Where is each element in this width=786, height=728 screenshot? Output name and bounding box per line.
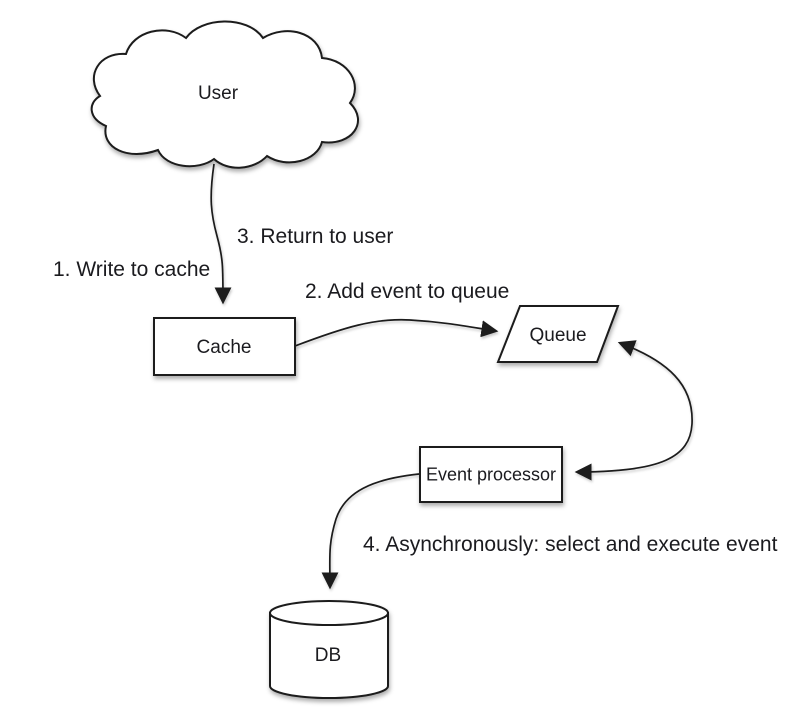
- cache-label: Cache: [196, 337, 252, 358]
- queue-parallelogram: [496, 305, 620, 363]
- queue-label: Queue: [529, 325, 587, 346]
- edge-label-4-async-execute: 4. Asynchronously: select and execute ev…: [363, 533, 778, 556]
- db-cylinder-body: [269, 612, 389, 699]
- db-label: DB: [314, 645, 342, 666]
- edge-label-3-return-to-user: 3. Return to user: [237, 225, 394, 248]
- event-processor-box: [419, 446, 563, 503]
- arrow-user-to-cache: [210, 163, 232, 305]
- db-cylinder: [269, 600, 389, 699]
- user-label: User: [197, 83, 239, 104]
- edges-group: [210, 163, 693, 590]
- arrow-event-processor-to-db: [321, 473, 420, 590]
- cache-box: [153, 317, 296, 376]
- event-processor-label: Event processor: [425, 464, 557, 485]
- arrow-cache-to-queue: [294, 318, 499, 347]
- edge-label-2-add-event-to-queue: 2. Add event to queue: [305, 280, 510, 303]
- nodes-group: [90, 20, 620, 699]
- user-cloud: [90, 20, 359, 169]
- edge-label-1-write-to-cache: 1. Write to cache: [53, 258, 211, 281]
- db-cylinder-top: [269, 600, 389, 626]
- arrow-queue-event-processor-loop: [574, 340, 693, 481]
